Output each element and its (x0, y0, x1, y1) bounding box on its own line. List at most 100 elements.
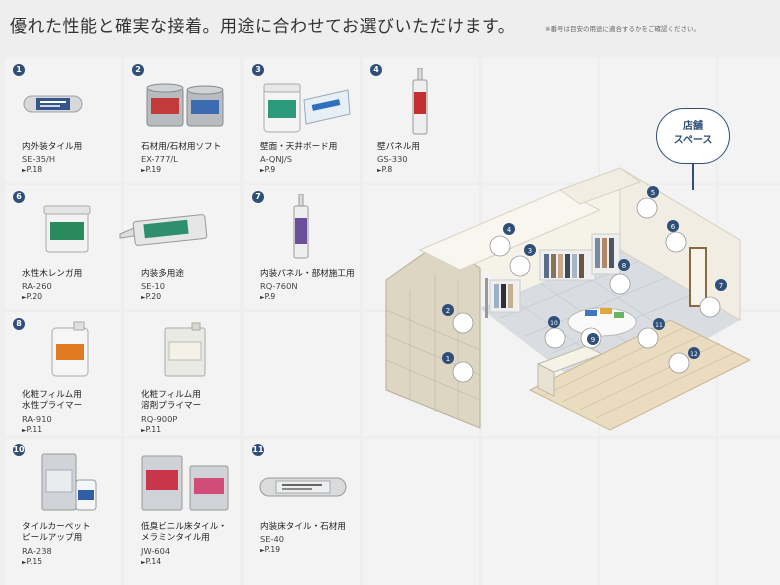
product-name: 壁パネル用 (377, 142, 420, 152)
product-name: 内装床タイル・石材用 (260, 522, 346, 532)
arrow-icon: ► (22, 167, 27, 174)
arrow-icon: ► (141, 167, 146, 174)
pin-2: 2 (446, 307, 450, 315)
page-ref[interactable]: ►P.19 (260, 545, 280, 556)
number-badge: 6 (13, 191, 25, 203)
arrow-icon: ► (22, 294, 27, 301)
product-name: 内外装タイル用 (22, 142, 83, 152)
arrow-icon: ► (141, 294, 146, 301)
callout-line (692, 164, 694, 190)
number-badge: 1 (13, 64, 25, 76)
product-code: SE-35/H (22, 154, 56, 164)
page-ref[interactable]: ►P.20 (22, 292, 42, 303)
product-code: EX-777/L (141, 154, 178, 164)
page-ref[interactable]: ►P.18 (22, 165, 42, 176)
page-ref[interactable]: ►P.11 (22, 425, 42, 436)
jerrycan-image (51, 321, 89, 377)
can-and-bottle-image (41, 453, 97, 511)
page-ref[interactable]: ►P.19 (141, 165, 161, 176)
page-number: P.15 (26, 557, 43, 566)
product-code: GS-330 (377, 154, 408, 164)
product-code: RA-910 (22, 414, 52, 424)
number-badge: 3 (252, 64, 264, 76)
product-name: 化粧フィルム用 水性プライマー (22, 390, 83, 411)
page-ref[interactable]: ►P.8 (377, 165, 392, 176)
pin-5: 5 (651, 189, 655, 197)
product-code: SE-40 (260, 534, 285, 544)
product-code: RA-238 (22, 546, 52, 556)
page-ref[interactable]: ►P.9 (260, 165, 275, 176)
product-name: 低臭ビニル床タイル・ メラミンタイル用 (141, 522, 227, 543)
number-badge: 2 (132, 64, 144, 76)
location-pins (452, 197, 721, 383)
shop-label-line2: スペース (673, 135, 713, 146)
page-number: P.20 (145, 292, 162, 301)
pin-6: 6 (671, 223, 676, 231)
number-badge: 4 (370, 64, 382, 76)
arrow-icon: ► (260, 167, 265, 174)
arrow-icon: ► (22, 427, 27, 434)
pin-11: 11 (655, 322, 663, 329)
cartridge-image (293, 194, 309, 259)
pin-12: 12 (690, 351, 698, 358)
shop-illustration: 2 1 3 4 5 6 7 8 9 10 11 12 (385, 167, 752, 431)
page-number: P.9 (264, 165, 276, 174)
product-code: RQ-760N (260, 281, 298, 291)
product-name: 水性木レンガ用 (22, 269, 83, 279)
page-ref[interactable]: ►P.9 (260, 292, 275, 303)
pin-badges: 2 1 3 4 5 6 7 8 9 10 11 12 (442, 186, 727, 364)
shop-label-line1: 店舗 (683, 121, 703, 132)
pin-9: 9 (591, 336, 595, 344)
page-number: P.11 (26, 425, 43, 434)
arrow-icon: ► (377, 167, 382, 174)
product-name: 石材用/石材用ソフト (141, 142, 222, 152)
tub-and-bag-image (263, 83, 351, 133)
product-code: RA-260 (22, 281, 52, 291)
sausage-pack-image (23, 95, 83, 113)
number-badge: 10 (13, 444, 25, 456)
product-name: タイルカーペット ピールアップ用 (22, 522, 91, 543)
product-name: 内装多用途 (141, 269, 184, 279)
page-number: P.11 (145, 425, 162, 434)
can-pair-image (141, 455, 229, 511)
pin-10: 10 (550, 320, 558, 327)
header-note: ※番号は目安の用途に適合するかをご確認ください。 (545, 25, 700, 33)
can-pair-image (146, 83, 224, 127)
sausage-pack-image (259, 477, 347, 497)
arrow-icon: ► (141, 559, 146, 566)
pin-4: 4 (507, 226, 512, 234)
number-badge: 11 (252, 444, 264, 456)
page-number: P.9 (264, 292, 276, 301)
page-number: P.19 (264, 545, 281, 554)
page-number: P.8 (381, 165, 393, 174)
page-title: 優れた性能と確実な接着。用途に合わせてお選びいただけます。 (10, 17, 516, 37)
cartridge-lying-image (119, 214, 208, 246)
number-badge: 8 (13, 318, 25, 330)
page-ref[interactable]: ►P.15 (22, 557, 42, 568)
shop-space-label: 店舗 スペース (656, 108, 730, 164)
page-number: P.14 (145, 557, 162, 566)
pin-3: 3 (528, 247, 532, 255)
arrow-icon: ► (22, 559, 27, 566)
pin-8: 8 (622, 262, 626, 270)
page-ref[interactable]: ►P.20 (141, 292, 161, 303)
product-code: JW-604 (141, 546, 171, 556)
bucket-image (43, 205, 91, 253)
product-name: 内装パネル・部材施工用 (260, 269, 355, 279)
arrow-icon: ► (260, 294, 265, 301)
product-name: 壁面・天井ボード用 (260, 142, 338, 152)
page-number: P.19 (145, 165, 162, 174)
page-number: P.18 (26, 165, 43, 174)
product-code: SE-10 (141, 281, 166, 291)
number-badge: 7 (252, 191, 264, 203)
product-code: A-QNJ/S (260, 154, 293, 164)
arrow-icon: ► (141, 427, 146, 434)
page-ref[interactable]: ►P.14 (141, 557, 161, 568)
product-name: 化粧フィルム用 溶剤プライマー (141, 390, 202, 411)
pin-1: 1 (446, 355, 450, 363)
page-ref[interactable]: ►P.11 (141, 425, 161, 436)
pin-7: 7 (719, 282, 723, 290)
square-can-image (164, 322, 206, 377)
product-code: RQ-900P (141, 414, 178, 424)
page-number: P.20 (26, 292, 43, 301)
